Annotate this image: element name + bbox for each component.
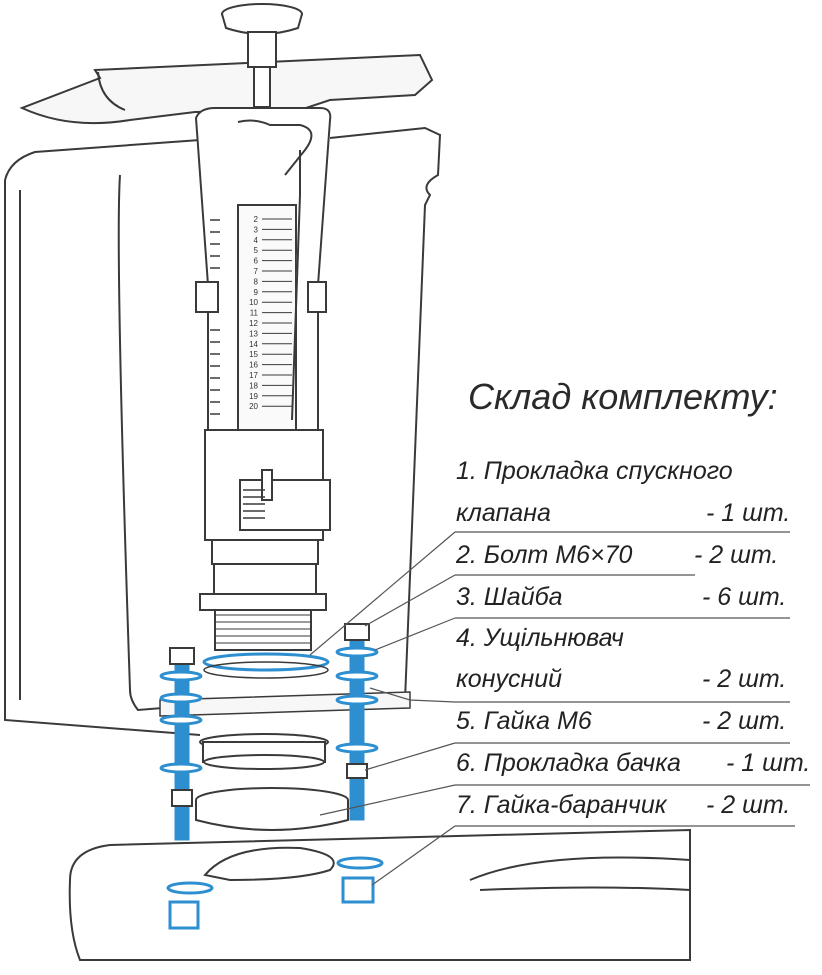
push-button [221, 3, 303, 108]
cistern-lid [19, 53, 434, 125]
item-7-qty: - 2 шт. [706, 791, 791, 819]
scale-number: 16 [249, 361, 258, 370]
scale-number: 13 [249, 329, 258, 338]
kit-contents-title: Склад комплекту: [468, 376, 778, 417]
scale-number: 10 [249, 298, 258, 307]
item-4-qty: - 2 шт. [702, 665, 787, 693]
scale-number: 8 [254, 277, 259, 286]
scale-number: 5 [254, 246, 259, 255]
scale-number: 6 [254, 257, 259, 266]
tank-gasket [195, 787, 349, 831]
item-4-label: 4. Ущільнювач [456, 624, 624, 652]
item-1-label-cont: клапана [456, 499, 551, 527]
scale-number: 3 [254, 225, 259, 234]
scale-number: 20 [249, 402, 258, 411]
valve-gasket [202, 652, 330, 679]
toilet-bowl [68, 828, 691, 961]
item-5-qty: - 2 шт. [702, 707, 787, 735]
item-7-label: 7. Гайка-баранчик [456, 791, 667, 819]
item-4-label-cont: конусний [456, 665, 563, 693]
valve-nut [199, 733, 329, 770]
scale-number: 18 [249, 381, 258, 390]
scale-number: 15 [249, 350, 258, 359]
item-3-label: 3. Шайба [456, 583, 563, 611]
item-1-label: 1. Прокладка спускного [456, 457, 733, 485]
scale-number: 14 [249, 340, 258, 349]
wing-nuts [166, 856, 384, 930]
scale-number: 2 [254, 215, 259, 224]
scale-number: 19 [249, 392, 258, 401]
flush-valve [194, 107, 332, 651]
valve-ribs [210, 219, 265, 519]
scale-number: 7 [254, 267, 259, 276]
item-5-label: 5. Гайка М6 [456, 707, 592, 735]
scale-number: 9 [254, 288, 259, 297]
item-3-qty: - 6 шт. [702, 583, 787, 611]
item-2-label: 2. Болт М6×70 [456, 541, 633, 569]
scale-number: 11 [250, 309, 259, 318]
scale-number: 12 [249, 319, 258, 328]
item-1-qty: - 1 шт. [706, 499, 791, 527]
bolt-right [335, 623, 379, 821]
item-6-label: 6. Прокладка бачка [456, 749, 681, 777]
leader-lines [309, 531, 810, 886]
scale-number: 17 [249, 371, 258, 380]
cistern-tank [4, 126, 442, 736]
bolt-left [159, 647, 203, 841]
scale-number: 4 [254, 236, 259, 245]
item-6-qty: - 1 шт. [726, 749, 811, 777]
item-2-qty: - 2 шт. [694, 541, 779, 569]
